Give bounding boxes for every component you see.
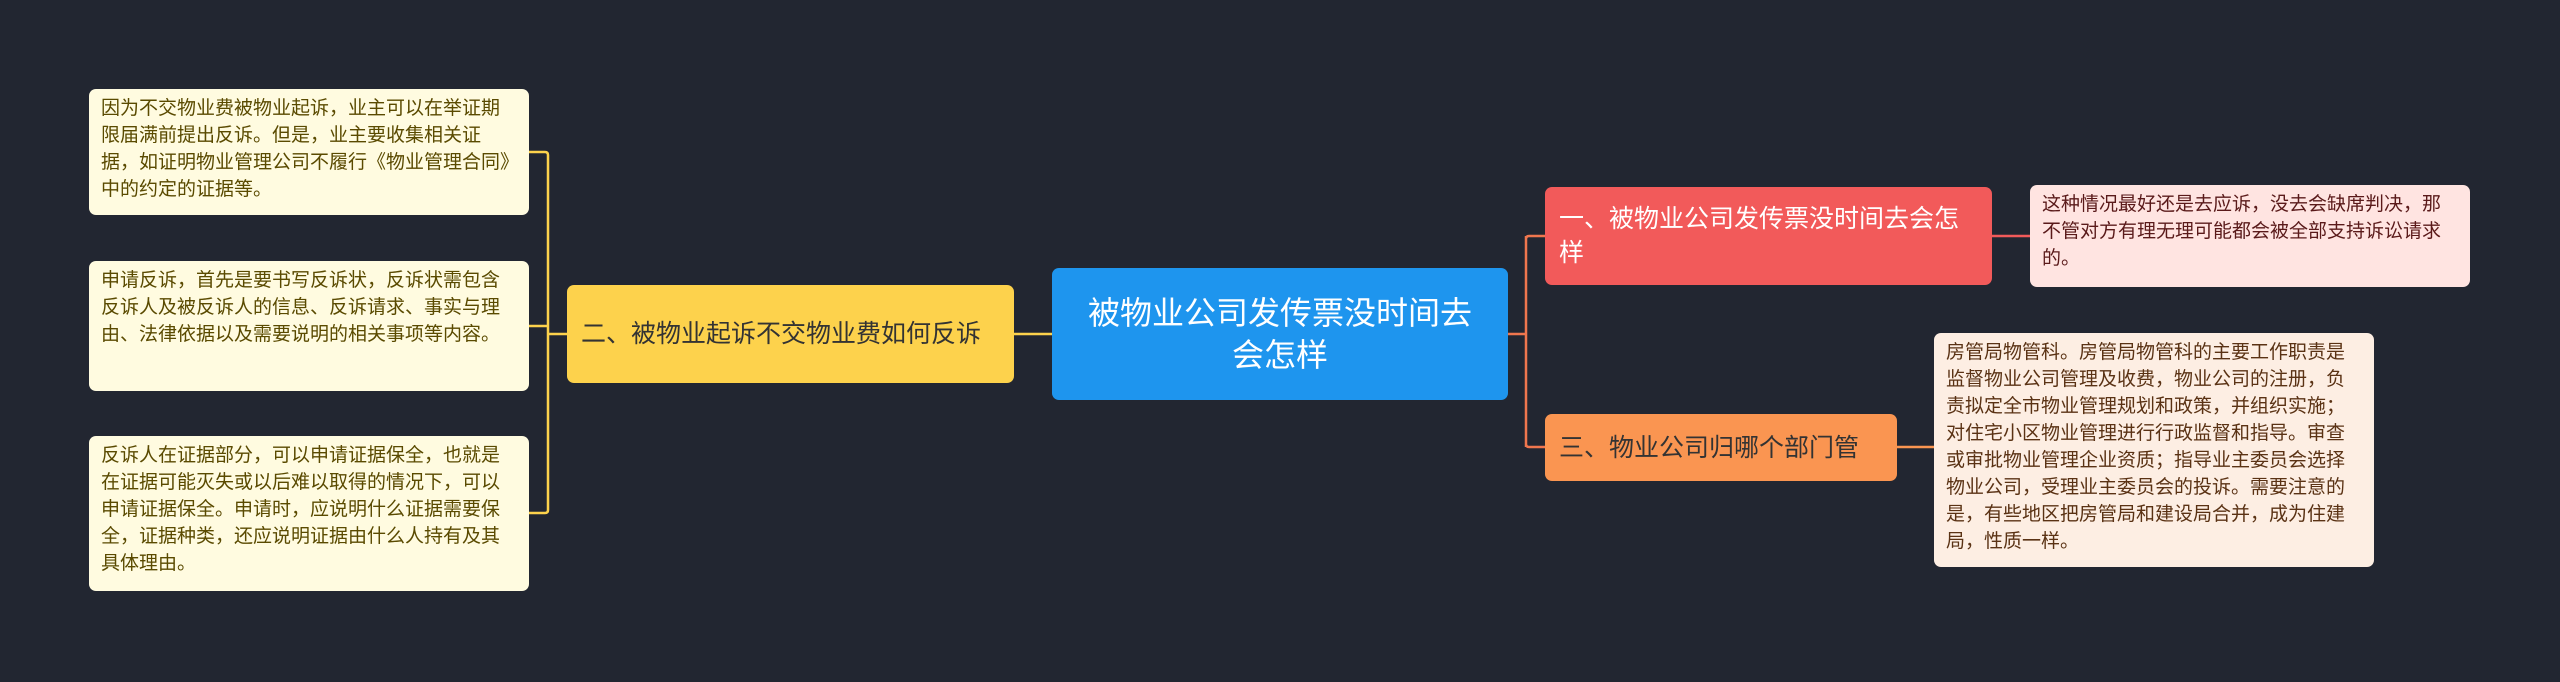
leaf-right-1[interactable]: 这种情况最好还是去应诉，没去会缺席判决，那不管对方有理无理可能都会被全部支持诉讼…: [2030, 185, 2470, 287]
leaf-left-3[interactable]: 反诉人在证据部分，可以申请证据保全，也就是在证据可能灭失或以后难以取得的情况下，…: [89, 436, 529, 591]
connector-left-leaves: [529, 150, 567, 515]
leaf-right-1-text: 这种情况最好还是去应诉，没去会缺席判决，那不管对方有理无理可能都会被全部支持诉讼…: [2042, 193, 2442, 269]
leaf-left-1-text: 因为不交物业费被物业起诉，业主可以在举证期限届满前提出反诉。但是，业主要收集相关…: [101, 97, 510, 200]
leaf-left-2[interactable]: 申请反诉，首先是要书写反诉状，反诉状需包含反诉人及被反诉人的信息、反诉请求、事实…: [89, 261, 529, 391]
branch-right-2[interactable]: 三、物业公司归哪个部门管: [1545, 414, 1897, 481]
leaf-right-2[interactable]: 房管局物管科。房管局物管科的主要工作职责是监督物业公司管理及收费，物业公司的注册…: [1934, 333, 2374, 567]
leaf-left-2-text: 申请反诉，首先是要书写反诉状，反诉状需包含反诉人及被反诉人的信息、反诉请求、事实…: [101, 269, 501, 345]
connector-center-right: [1508, 234, 1545, 449]
leaf-left-1[interactable]: 因为不交物业费被物业起诉，业主可以在举证期限届满前提出反诉。但是，业主要收集相关…: [89, 89, 529, 215]
center-topic[interactable]: 被物业公司发传票没时间去会怎样: [1052, 268, 1508, 400]
center-topic-text: 被物业公司发传票没时间去会怎样: [1087, 294, 1472, 374]
leaf-right-2-text: 房管局物管科。房管局物管科的主要工作职责是监督物业公司管理及收费，物业公司的注册…: [1946, 341, 2346, 552]
branch-left[interactable]: 二、被物业起诉不交物业费如何反诉: [567, 285, 1014, 383]
branch-right-1[interactable]: 一、被物业公司发传票没时间去会怎样: [1545, 187, 1992, 285]
branch-right-2-text: 三、物业公司归哪个部门管: [1559, 432, 1860, 462]
branch-left-text: 二、被物业起诉不交物业费如何反诉: [581, 319, 982, 348]
leaf-left-3-text: 反诉人在证据部分，可以申请证据保全，也就是在证据可能灭失或以后难以取得的情况下，…: [101, 444, 501, 574]
branch-right-1-text: 一、被物业公司发传票没时间去会怎样: [1559, 204, 1960, 267]
